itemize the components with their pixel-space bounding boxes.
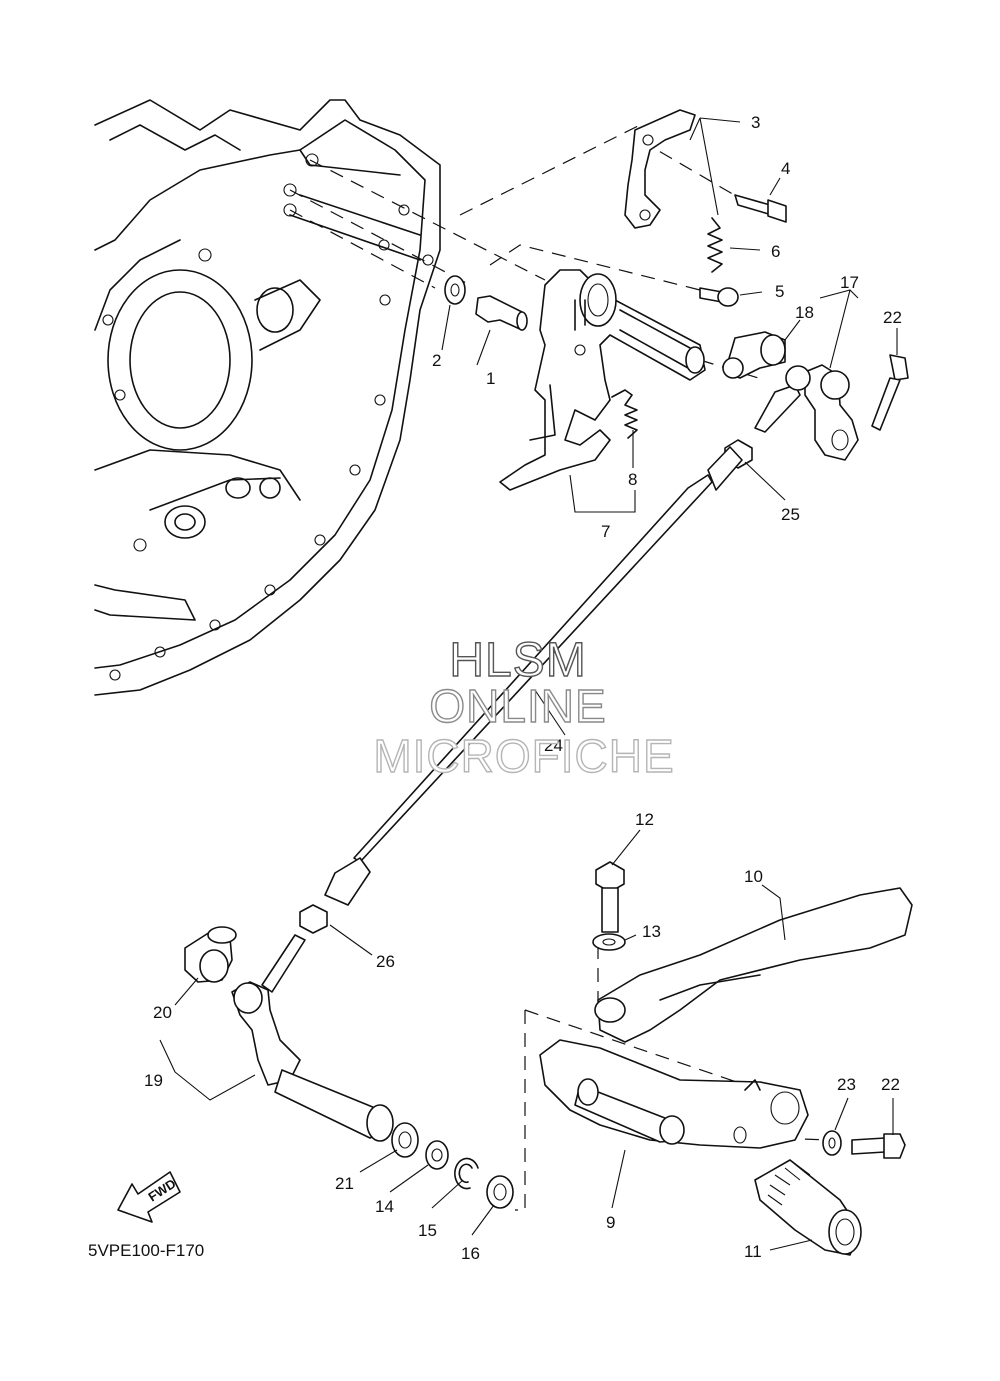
spring-part-8	[611, 389, 638, 439]
callout-22-lower: 22	[881, 1075, 900, 1094]
callout-9: 9	[606, 1213, 615, 1232]
callout-11: 11	[744, 1242, 762, 1261]
bolt-part-22-lower	[851, 1133, 906, 1159]
callout-22-upper: 22	[883, 308, 902, 327]
callout-4: 4	[781, 159, 790, 178]
bolt-part-12	[595, 861, 625, 933]
callout-15: 15	[418, 1221, 437, 1240]
callout-23: 23	[837, 1075, 856, 1094]
watermark-line-1: HLSM	[449, 634, 586, 687]
callout-26: 26	[376, 952, 395, 971]
bolt-part-22-upper	[871, 354, 909, 431]
callout-1: 1	[486, 369, 495, 388]
callout-21: 21	[335, 1174, 354, 1193]
callout-5: 5	[775, 282, 784, 301]
callout-24: 24	[544, 736, 563, 755]
spring-part-6	[707, 217, 723, 273]
callout-25: 25	[781, 505, 800, 524]
pin-part-5	[699, 287, 739, 307]
callout-13: 13	[642, 922, 661, 941]
callout-10: 10	[744, 867, 763, 886]
callout-18: 18	[795, 303, 814, 322]
callout-14: 14	[375, 1197, 394, 1216]
rod-end-part-18	[722, 331, 786, 379]
watermark-line-3: MICROFICHE	[373, 730, 674, 782]
crankcase-cover	[94, 99, 441, 696]
bolt-part-4	[734, 194, 787, 223]
shift-arm-part-17	[754, 364, 859, 461]
callout-7: 7	[601, 522, 610, 541]
callout-17: 17	[840, 273, 859, 292]
rubber-grip-part-11	[754, 1159, 862, 1256]
shift-arm-part-19	[231, 934, 394, 1142]
shift-shaft-assembly-part-7	[499, 269, 706, 491]
callout-16: 16	[461, 1244, 480, 1263]
nut-part-26	[299, 904, 328, 934]
collar-part-16	[486, 1175, 514, 1209]
shift-pedal-part-10	[594, 887, 913, 1043]
rod-end-part-20	[184, 926, 237, 983]
shift-guide-part-3	[624, 109, 696, 229]
washer-part-14	[425, 1140, 449, 1170]
callout-labels: 1 2 3 4 5 6 7 8 9 10 11 12 13 14 15 16 1…	[144, 113, 902, 1263]
shift-pedal-part-9	[539, 1039, 809, 1149]
leader-lines	[159, 117, 898, 1251]
callout-20: 20	[153, 1003, 172, 1022]
circlip-part-15	[454, 1157, 479, 1190]
washer-part-2	[444, 275, 466, 305]
shift-rod-part-24	[324, 446, 743, 906]
watermark-line-2: ONLINE	[429, 680, 606, 732]
callout-8: 8	[628, 470, 637, 489]
callout-12: 12	[635, 810, 654, 829]
oil-seal-part-21	[391, 1122, 419, 1158]
callout-2: 2	[432, 351, 441, 370]
callout-6: 6	[771, 242, 780, 261]
fwd-arrow-icon: FWD	[117, 1171, 181, 1223]
callout-19: 19	[144, 1071, 163, 1090]
washer-part-23	[822, 1130, 842, 1156]
watermark: HLSM ONLINE MICROFICHE	[373, 633, 675, 782]
washer-part-13	[592, 933, 626, 951]
callout-3: 3	[751, 113, 760, 132]
diagram-code: 5VPE100-F170	[88, 1241, 204, 1260]
stud-part-1	[475, 295, 528, 331]
